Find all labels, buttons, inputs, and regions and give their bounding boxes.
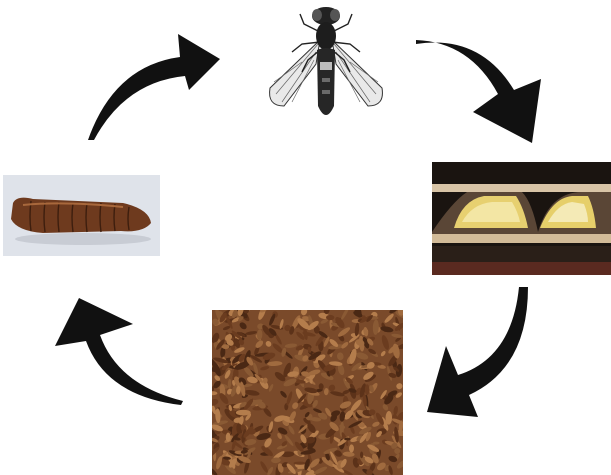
adult-fly-illustration	[262, 2, 390, 124]
arrow-prepupa-to-adult	[88, 34, 220, 140]
prepupa-larva-photo	[3, 175, 160, 256]
arrow-eggs-to-larvae	[427, 287, 528, 417]
arrow-adult-to-eggs	[416, 40, 541, 143]
arrow-larvae-to-prepupa	[55, 298, 183, 405]
larvae-mass-photo	[212, 310, 403, 475]
eggs-in-cardboard-photo	[432, 162, 611, 275]
